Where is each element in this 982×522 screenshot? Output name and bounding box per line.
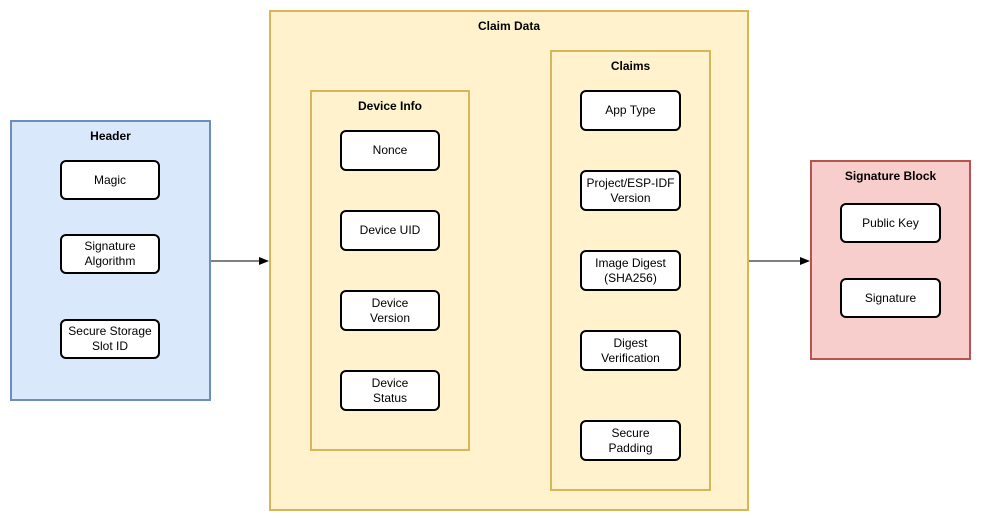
claims-title: Claims: [610, 59, 651, 73]
field-project-version: Project/ESP-IDF Version: [580, 170, 681, 211]
header-title: Header: [90, 129, 131, 143]
field-app-type: App Type: [580, 90, 681, 131]
device-info-title: Device Info: [357, 99, 423, 113]
field-nonce: Nonce: [340, 130, 440, 171]
field-device-status: Device Status: [340, 370, 440, 411]
field-secure-padding: Secure Padding: [580, 420, 681, 461]
field-signature: Signature: [840, 278, 941, 318]
field-secure-storage-slot-id: Secure Storage Slot ID: [60, 319, 160, 359]
signature-block-title: Signature Block: [844, 169, 937, 183]
field-device-version: Device Version: [340, 290, 440, 331]
field-public-key: Public Key: [840, 203, 941, 243]
claim-data-title: Claim Data: [477, 19, 541, 33]
field-device-uid: Device UID: [340, 210, 440, 251]
field-image-digest: Image Digest (SHA256): [580, 250, 681, 291]
signature-block: Signature Block: [810, 160, 971, 360]
field-digest-verification: Digest Verification: [580, 330, 681, 371]
field-signature-algorithm: Signature Algorithm: [60, 234, 160, 274]
field-magic: Magic: [60, 160, 160, 200]
